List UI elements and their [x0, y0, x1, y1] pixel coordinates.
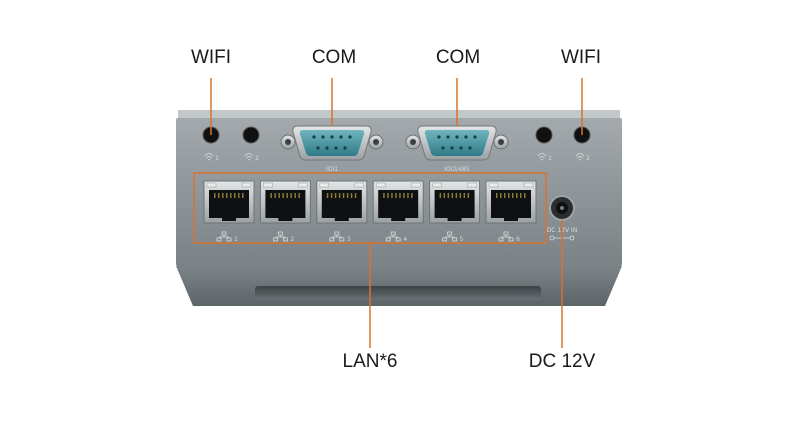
lan-port-4	[372, 180, 424, 224]
network-icon	[498, 231, 514, 242]
lan-port-number: 2	[290, 236, 294, 243]
lan-port-number: 6	[516, 236, 520, 243]
lan-port-1	[203, 180, 255, 224]
com-port-2	[405, 125, 509, 161]
dc-power-jack	[549, 195, 575, 221]
dc-label: DC 12V	[528, 351, 596, 372]
com2-panel-mark: IOI2/485	[444, 166, 470, 173]
com1-panel-mark: IOI1	[326, 166, 338, 173]
network-icon	[329, 231, 345, 242]
lan-port-number: 4	[403, 236, 407, 243]
com-right-label: COM	[435, 47, 481, 68]
network-icon	[216, 231, 232, 242]
dc-polarity-icon	[549, 235, 575, 241]
wifi-port-number: 2	[255, 155, 259, 162]
network-icon	[442, 231, 458, 242]
wifi-port-number: 1	[215, 155, 219, 162]
lan-port-group: 1 2 3 4 5 6	[203, 180, 537, 243]
network-icon	[272, 231, 288, 242]
wifi-signal-icon	[244, 153, 254, 161]
wifi-port-number: 2	[586, 155, 590, 162]
lan-port-2	[259, 180, 311, 224]
com-left-label: COM	[311, 47, 357, 68]
network-icon	[385, 231, 401, 242]
wifi-signal-icon	[575, 153, 585, 161]
wifi-left-label: WIFI	[190, 47, 232, 68]
lan-port-number: 5	[460, 236, 464, 243]
lan-port-6	[485, 180, 537, 224]
wifi-signal-icon	[537, 153, 547, 161]
lan-label: LAN*6	[342, 351, 398, 372]
wifi-right-label: WIFI	[560, 47, 602, 68]
wifi-antenna-hole-2	[242, 126, 260, 144]
lan-port-number: 3	[347, 236, 351, 243]
wifi-port-number: 1	[548, 155, 552, 162]
com-port-1	[280, 125, 384, 161]
lan-port-3	[316, 180, 368, 224]
lan-port-number: 1	[234, 236, 238, 243]
wifi-antenna-hole-3	[535, 126, 553, 144]
wifi-signal-icon	[204, 153, 214, 161]
lan-port-5	[429, 180, 481, 224]
chassis-foot-slot	[255, 286, 541, 300]
